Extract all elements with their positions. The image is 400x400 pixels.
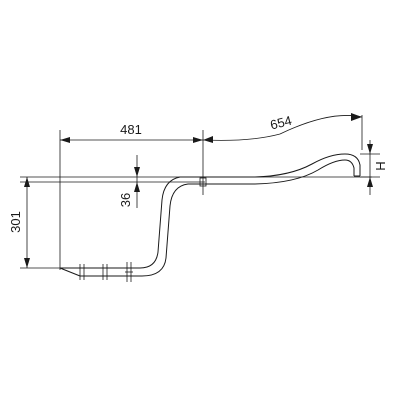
- clamp-marks: [79, 262, 133, 282]
- dimension-301: 301: [8, 177, 62, 269]
- bar-end-left: [59, 267, 81, 277]
- bar-outline-upper: [60, 153, 361, 269]
- dimension-h: H: [360, 140, 388, 195]
- bar-outline-lower: [80, 159, 355, 277]
- dimension-481-label: 481: [120, 122, 142, 137]
- dimension-481: 481: [59, 122, 204, 270]
- dimension-654-label: 654: [269, 113, 294, 133]
- dimension-h-label: H: [373, 161, 388, 170]
- dimension-301-label: 301: [8, 211, 23, 233]
- dimension-36-label: 36: [118, 193, 133, 207]
- dimension-36: 36: [118, 155, 140, 208]
- dimension-654: 654: [202, 113, 363, 150]
